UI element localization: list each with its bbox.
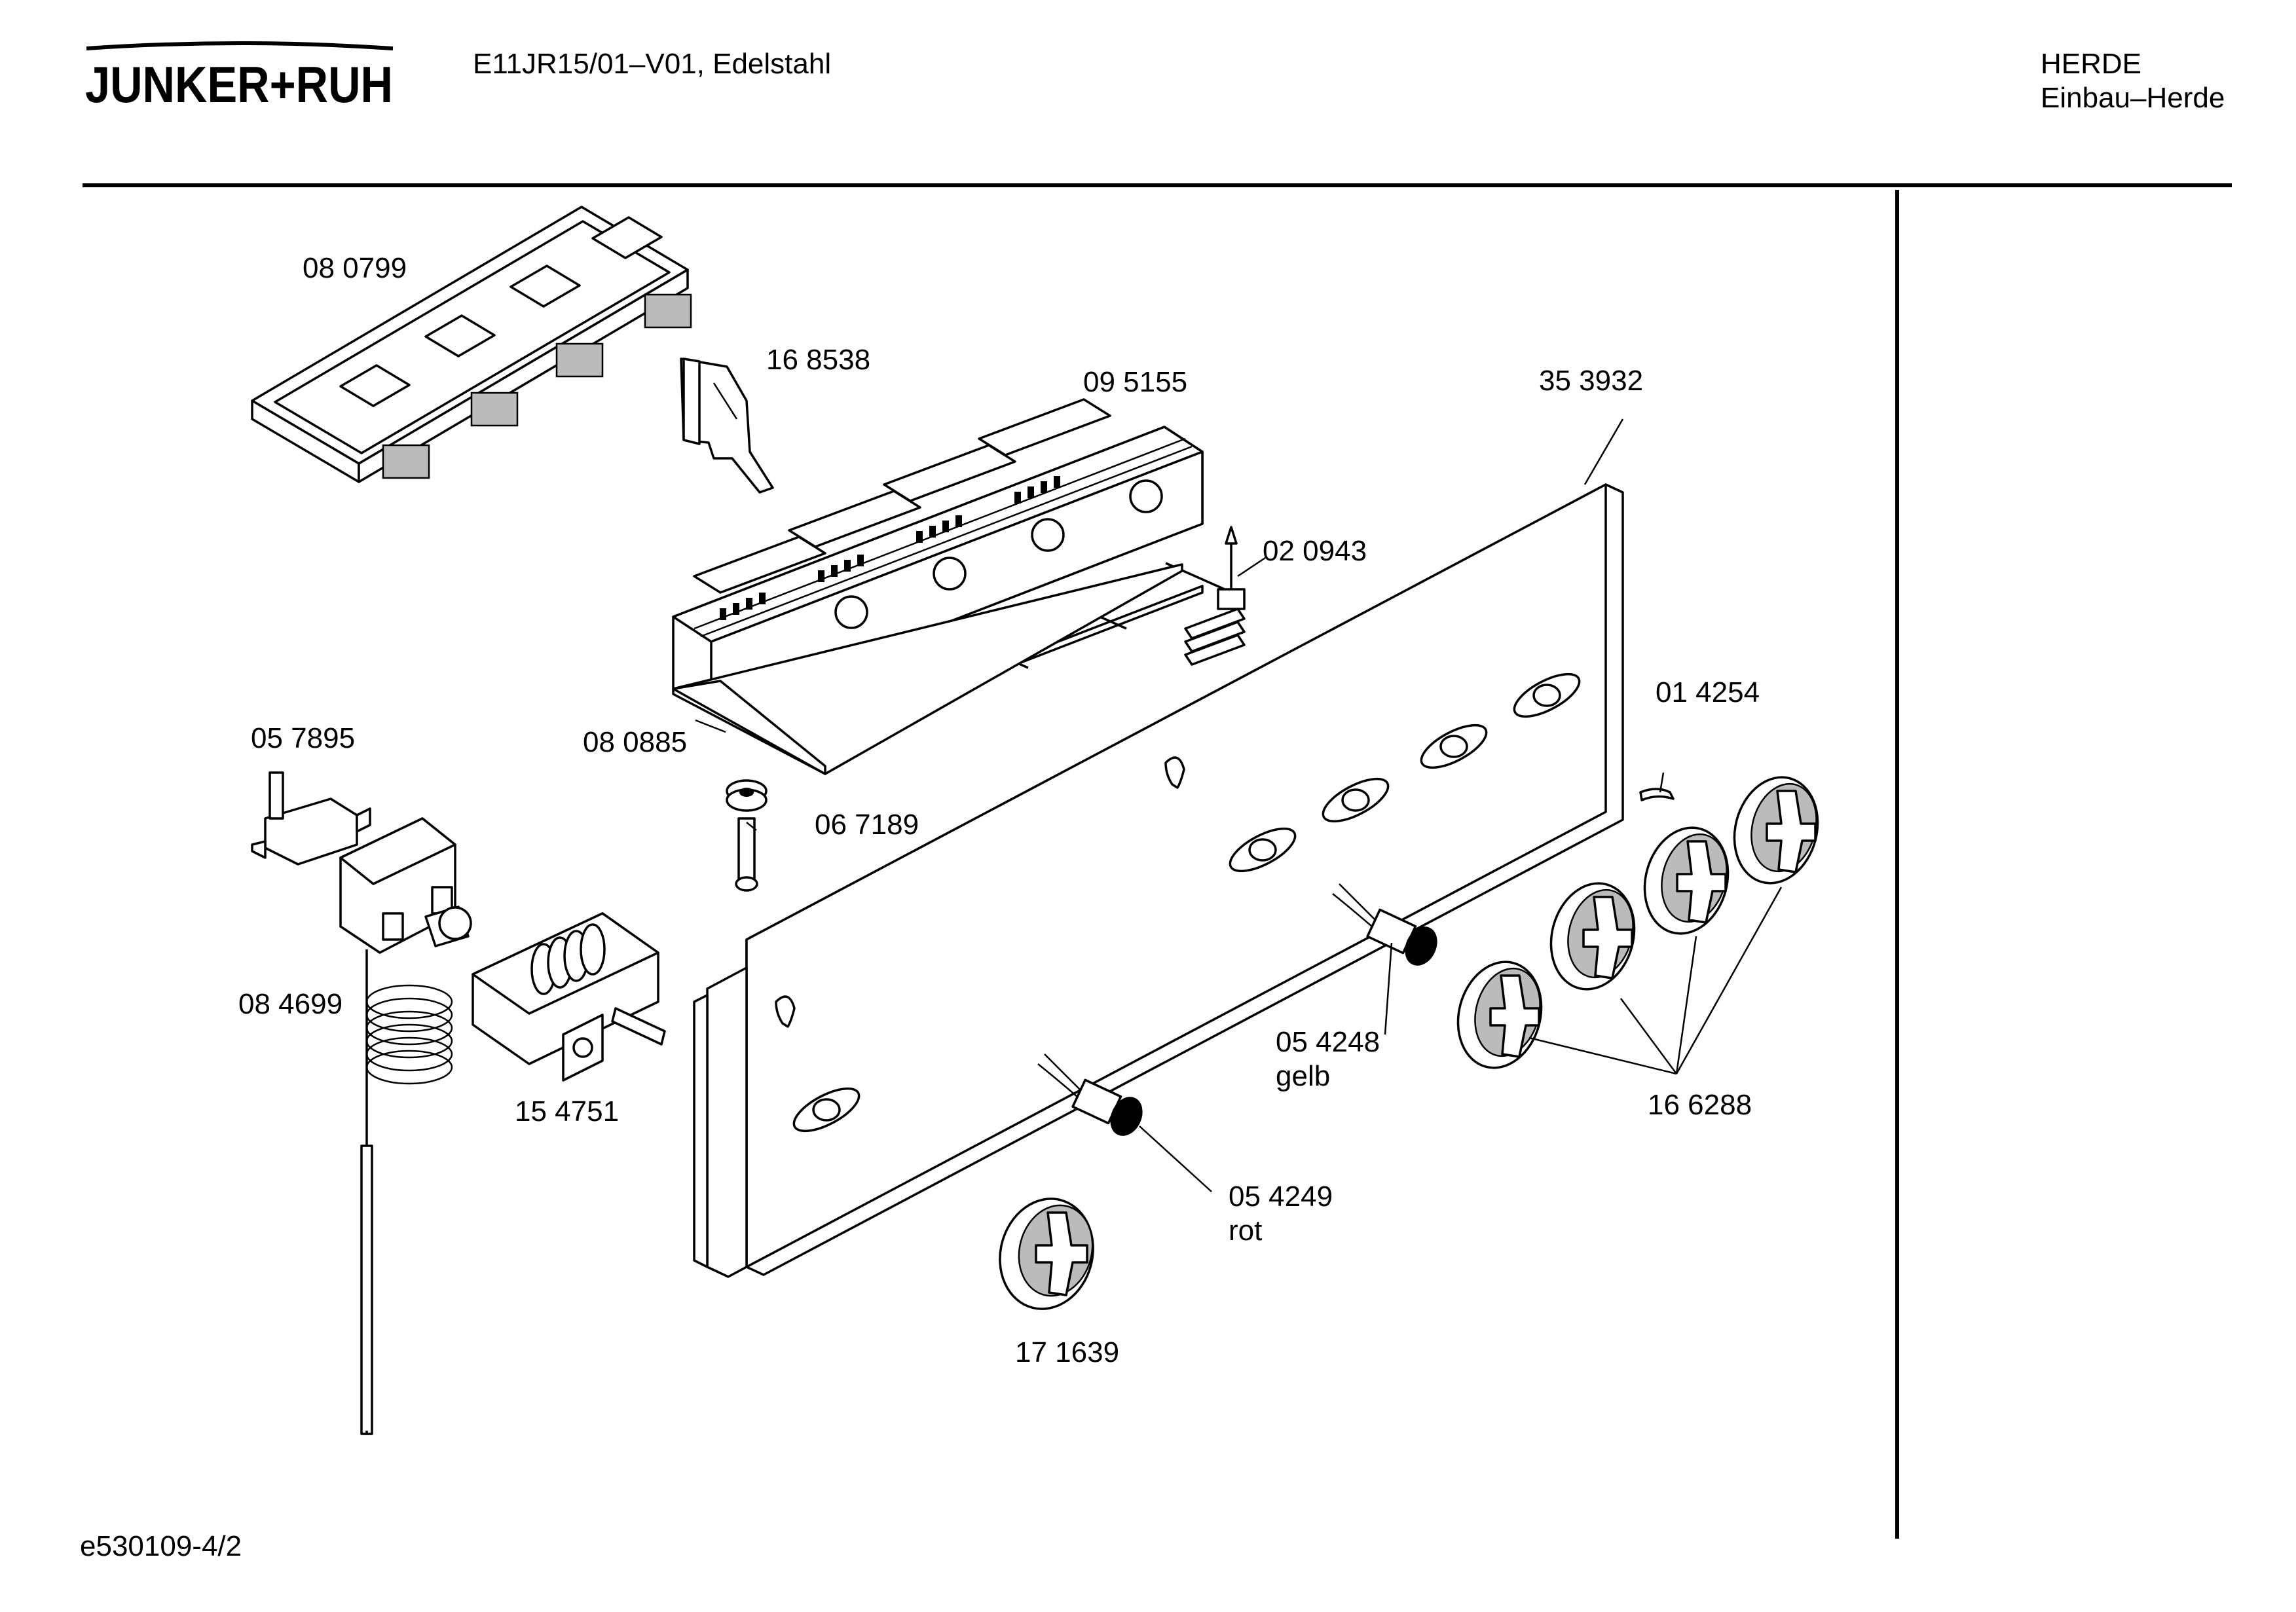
part-020943-pin[interactable] bbox=[1184, 526, 1246, 666]
part-054248-lamp-yellow[interactable] bbox=[1332, 883, 1443, 970]
label-084699: 08 4699 bbox=[238, 988, 343, 1020]
part-labels: 08 0799 16 8538 09 5155 35 3932 02 0943 … bbox=[238, 252, 1760, 1368]
label-166288: 16 6288 bbox=[1648, 1089, 1752, 1121]
drawing-id: e530109-4/2 bbox=[80, 1530, 242, 1562]
label-057895: 05 7895 bbox=[251, 722, 355, 754]
part-166288-knobs[interactable] bbox=[1447, 768, 1829, 1078]
part-168538-clip[interactable] bbox=[680, 357, 774, 494]
leader-lines bbox=[695, 418, 1783, 1192]
label-054249: 05 4249 bbox=[1229, 1181, 1333, 1213]
label-168538: 16 8538 bbox=[766, 344, 870, 376]
label-171639: 17 1639 bbox=[1015, 1336, 1119, 1368]
part-353932-control-panel[interactable] bbox=[693, 483, 1624, 1278]
part-080799-bracket[interactable] bbox=[251, 206, 692, 483]
part-057895-connector[interactable] bbox=[251, 771, 371, 866]
part-084699-thermostat[interactable] bbox=[339, 817, 472, 1435]
part-054249-lamp-red[interactable] bbox=[1037, 1053, 1148, 1140]
side-divider bbox=[1895, 190, 1899, 1539]
part-095155-switch-block[interactable] bbox=[672, 398, 1225, 744]
category-label: HERDE bbox=[2041, 48, 2142, 80]
part-154751-selector-switch[interactable] bbox=[472, 912, 666, 1082]
model-title: E11JR15/01–V01, Edelstahl bbox=[473, 48, 832, 80]
brand-logo-text: JUNKER+RUH bbox=[85, 56, 393, 111]
label-054249-note: rot bbox=[1229, 1215, 1262, 1247]
header-divider bbox=[83, 183, 2232, 187]
label-154751: 15 4751 bbox=[515, 1095, 619, 1127]
part-014254-spring[interactable] bbox=[1639, 788, 1675, 801]
subcategory-label: Einbau–Herde bbox=[2041, 82, 2225, 114]
part-171639-knob[interactable] bbox=[988, 1188, 1105, 1319]
label-080799: 08 0799 bbox=[303, 252, 407, 284]
label-067189: 06 7189 bbox=[815, 809, 919, 841]
label-020943: 02 0943 bbox=[1263, 535, 1367, 567]
label-095155: 09 5155 bbox=[1083, 366, 1187, 398]
label-054248: 05 4248 bbox=[1276, 1026, 1380, 1058]
label-353932: 35 3932 bbox=[1539, 365, 1643, 397]
junker-ruh-logo: JUNKER+RUH bbox=[85, 41, 394, 111]
label-014254: 01 4254 bbox=[1656, 676, 1760, 708]
part-080885-insulating-plate[interactable] bbox=[672, 563, 1183, 775]
part-067189-screw[interactable] bbox=[726, 779, 768, 892]
label-080885: 08 0885 bbox=[583, 726, 687, 758]
label-054248-note: gelb bbox=[1276, 1060, 1330, 1092]
